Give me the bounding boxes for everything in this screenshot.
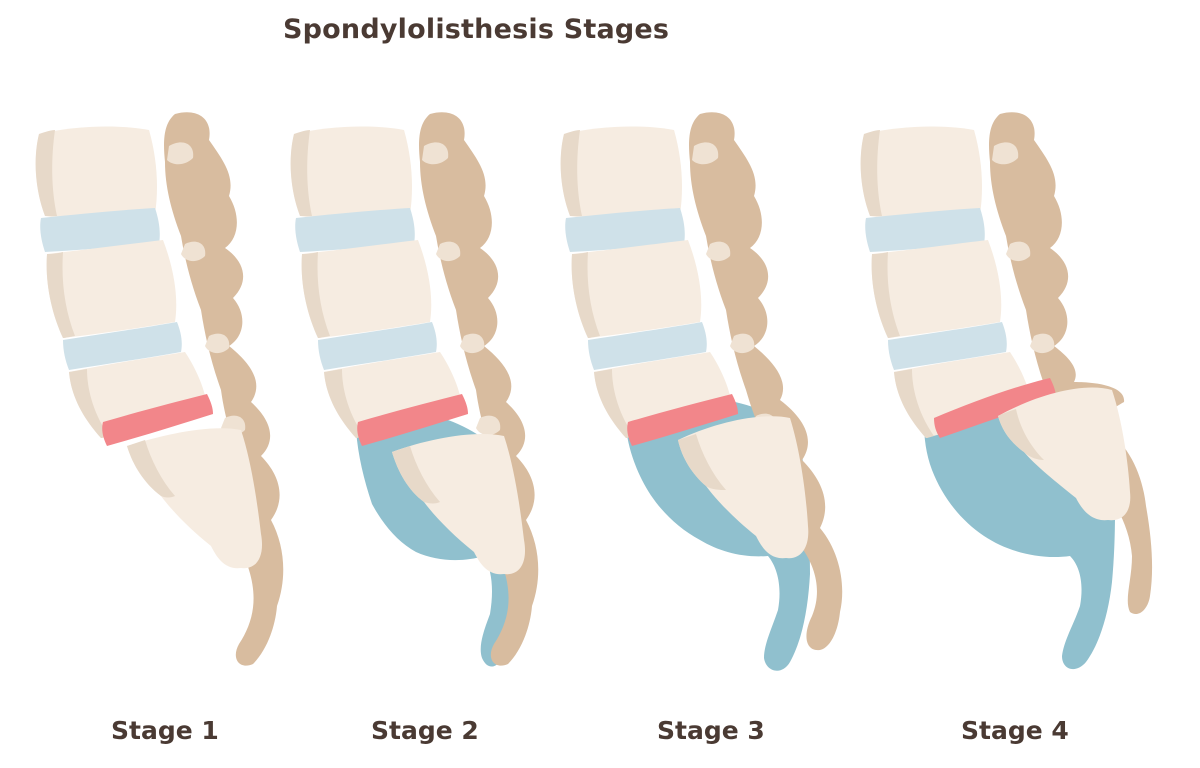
intervertebral-disc [295,208,415,252]
stage-2-illustration [280,100,580,690]
stage-1-illustration [25,100,325,690]
vertebra-l4 [871,240,1002,338]
spine-illustration-3 [560,112,843,671]
facet-joint [992,142,1019,165]
intervertebral-disc [865,208,985,252]
facet-joint [730,333,755,354]
vertebra-shadow [35,130,57,216]
facet-joint [460,333,485,354]
sacrum-shadow [392,446,440,504]
intervertebral-disc [40,208,160,252]
affected-disc [934,378,1056,438]
sacrum [998,387,1131,521]
facet-joint [181,241,206,262]
intervertebral-disc [588,322,707,370]
facet-joint [167,142,194,165]
vertebra-l3 [860,126,982,220]
facet-joint [476,415,501,436]
facet-joint [1030,333,1055,354]
vertebra-l3 [290,126,412,220]
sacrum [127,428,263,569]
intervertebral-disc [888,322,1007,370]
stage-3-illustration [550,100,850,690]
spine-illustration-2 [290,112,539,667]
vertebra-l4 [46,240,177,338]
facet-joint [706,241,731,262]
sacrum-shadow [127,440,175,498]
sacrum-shadow [998,409,1044,460]
intervertebral-disc [565,208,685,252]
stage-label-1: Stage 1 [111,716,219,745]
facet-joint [1006,241,1031,262]
vertebra-shadow [290,130,312,216]
intervertebral-disc [63,322,182,370]
stage-4-illustration [850,100,1153,690]
vertebra-shadow [46,252,75,338]
vertebra-l4 [571,240,702,338]
vertebra-shadow [69,369,109,438]
vertebra-shadow [301,252,330,338]
sacrum [678,416,809,559]
vertebra-shadow [860,130,882,216]
vertebra-l3 [560,126,682,220]
vertebra-l3 [35,126,157,220]
stage-label-2: Stage 2 [371,716,479,745]
vertebra-l4 [301,240,432,338]
affected-disc [102,394,213,446]
vertebra-shadow [560,130,582,216]
stage-label-4: Stage 4 [961,716,1069,745]
vertebra-shadow [871,252,900,338]
facet-joint [422,142,449,165]
vertebra-shadow [324,369,364,438]
facet-joint [692,142,719,165]
facet-joint [436,241,461,262]
spine-illustration-1 [35,112,284,666]
vertebra-shadow [571,252,600,338]
vertebra-shadow [894,369,934,438]
affected-disc [627,394,738,446]
spine-illustration-4 [860,112,1153,670]
sacrum [392,433,526,575]
page-title: Spondylolisthesis Stages [283,14,670,45]
affected-disc [357,394,468,446]
vertebra-shadow [594,369,634,438]
stage-label-3: Stage 3 [657,716,765,745]
facet-joint [205,333,230,354]
sacrum-shadow [678,434,726,490]
intervertebral-disc [318,322,437,370]
